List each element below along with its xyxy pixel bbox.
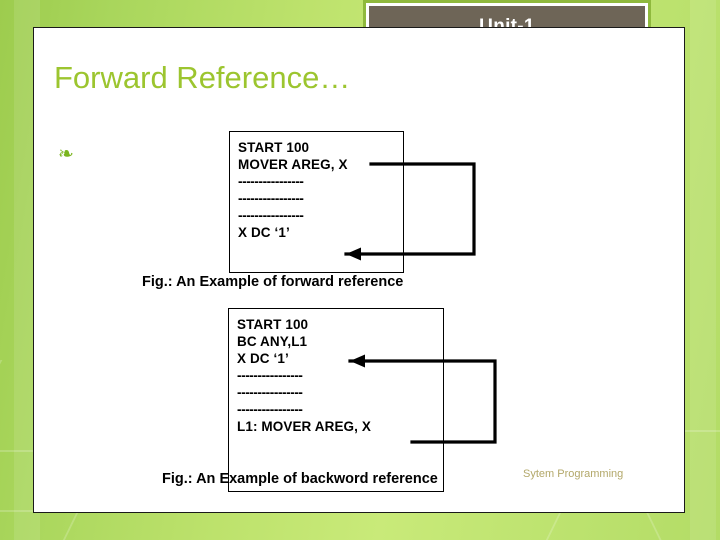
code-block-forward-reference: START 100 MOVER AREG, X ----------------… [229, 131, 404, 273]
code-line: ---------------- [237, 385, 303, 400]
figure-caption-forward-reference: Fig.: An Example of forward reference [142, 274, 404, 290]
code-line: ---------------- [237, 402, 303, 417]
code-line: ---------------- [238, 208, 304, 223]
figure-caption-backword-reference: Fig.: An Example of backword reference [162, 471, 438, 487]
page-title: Forward Reference… [54, 60, 351, 95]
code-line: ---------------- [238, 191, 304, 206]
code-line: X DC ‘1’ [238, 225, 290, 240]
code-line: START 100 [238, 140, 310, 155]
background-stripe [690, 0, 716, 540]
code-line: ---------------- [238, 174, 304, 189]
code-line: BC ANY,L1 [237, 334, 308, 349]
code-line: L1: MOVER AREG, X [237, 419, 371, 434]
code-line: X DC ‘1’ [237, 351, 289, 366]
slide-content-panel: Forward Reference… ❧ START 100 MOVER ARE… [33, 27, 685, 513]
code-block-backword-reference: START 100 BC ANY,L1 X DC ‘1’ -----------… [228, 308, 444, 492]
code-line: ---------------- [237, 368, 303, 383]
fleuron-bullet-icon: ❧ [58, 144, 74, 165]
code-line: START 100 [237, 317, 309, 332]
code-line: MOVER AREG, X [238, 157, 348, 172]
footer-course-note: Sytem Programming [523, 468, 624, 480]
